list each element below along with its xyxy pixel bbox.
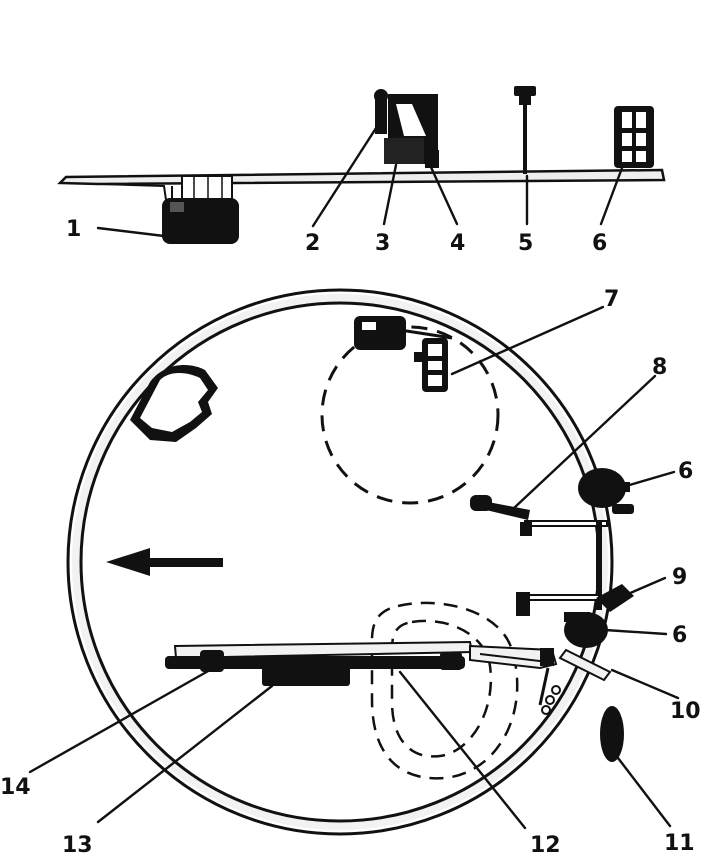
label-4: 4 xyxy=(450,231,465,256)
part-11 xyxy=(600,706,624,762)
direction-arrow xyxy=(106,548,223,576)
label-10: 10 xyxy=(670,699,701,724)
label-1: 1 xyxy=(66,217,81,242)
link-10 xyxy=(541,648,612,715)
tonearm-base-side xyxy=(374,89,439,168)
label-9: 9 xyxy=(672,565,687,590)
rail xyxy=(596,520,602,610)
label-12: 12 xyxy=(530,833,561,857)
switch-side xyxy=(614,106,654,168)
dashed-loop xyxy=(370,601,519,780)
label-6-top: 6 xyxy=(592,231,607,256)
label-14: 14 xyxy=(0,775,31,800)
label-3: 3 xyxy=(375,231,390,256)
drive-bracket xyxy=(99,175,233,201)
label-7: 7 xyxy=(604,287,619,312)
label-6-upper: 6 xyxy=(678,459,693,484)
label-6-lower: 6 xyxy=(672,623,687,648)
switch-plan-lower xyxy=(564,612,608,648)
tonearm-plan xyxy=(165,640,558,706)
spindle-side xyxy=(514,86,536,174)
base-plate xyxy=(57,168,666,186)
knob-9 xyxy=(516,584,634,616)
label-11: 11 xyxy=(664,831,695,856)
label-13: 13 xyxy=(62,833,93,857)
part-labels: 1 2 3 4 5 6 7 8 6 9 6 10 11 12 13 14 xyxy=(0,217,701,857)
cartridge xyxy=(130,365,218,442)
label-2: 2 xyxy=(305,231,320,256)
label-8: 8 xyxy=(652,355,667,380)
dashed-circle xyxy=(320,325,500,505)
label-5: 5 xyxy=(518,231,533,256)
lever-8 xyxy=(470,495,608,536)
plan-view xyxy=(66,288,634,836)
leader-lines xyxy=(28,123,680,830)
switch-plan-upper xyxy=(578,468,634,514)
side-view xyxy=(57,86,666,244)
motor-plan xyxy=(354,316,453,392)
motor-side xyxy=(162,198,239,244)
